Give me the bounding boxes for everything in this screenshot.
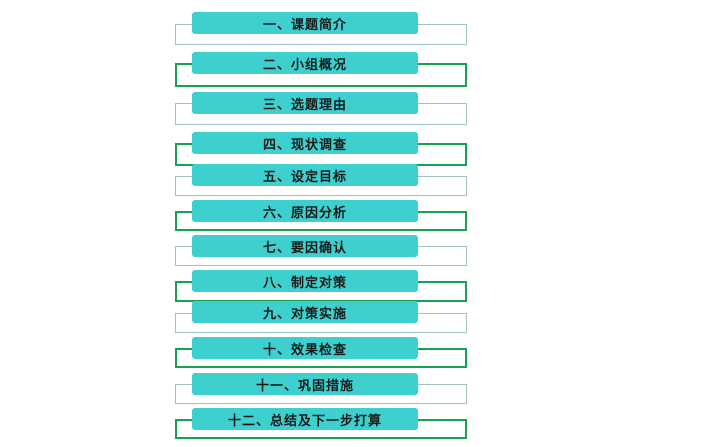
step-box: 六、原因分析	[192, 200, 418, 222]
step-box: 四、现状调查	[192, 132, 418, 154]
step-box: 十一、巩固措施	[192, 373, 418, 395]
step-box: 五、设定目标	[192, 164, 418, 186]
step-box: 七、要因确认	[192, 235, 418, 257]
step-box: 二、小组概况	[192, 52, 418, 74]
step-box: 十二、总结及下一步打算	[192, 408, 418, 430]
step-box: 三、选题理由	[192, 92, 418, 114]
step-box: 九、对策实施	[192, 301, 418, 323]
step-box: 一、课题简介	[192, 12, 418, 34]
step-box: 八、制定对策	[192, 270, 418, 292]
step-box: 十、效果检查	[192, 337, 418, 359]
